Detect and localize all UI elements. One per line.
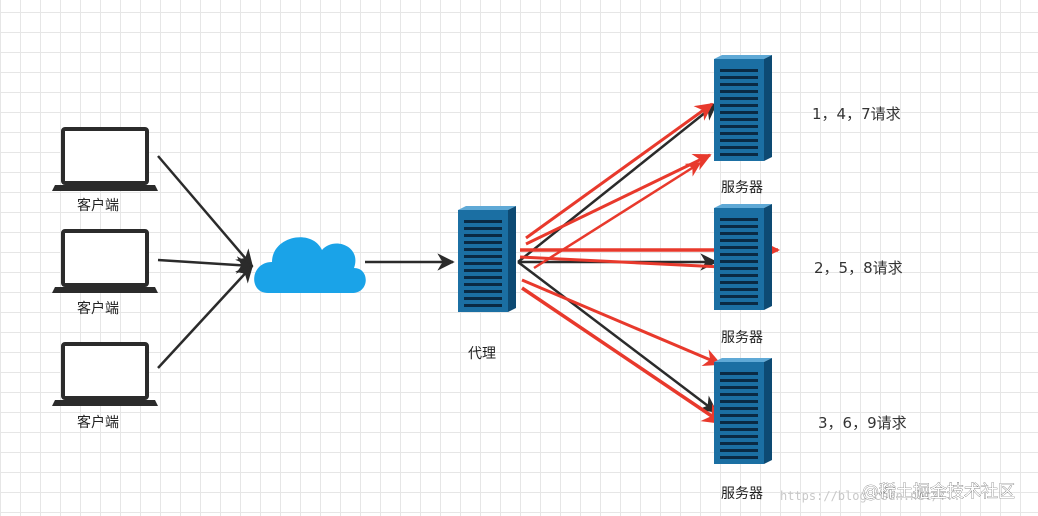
server-requests: 3，6，9请求 (818, 414, 907, 432)
client-1: 客户端 (50, 127, 160, 214)
server-requests: 1，4，7请求 (812, 105, 901, 123)
ghost-watermark: https://blog.csdn.net/... (780, 489, 961, 503)
watermark: @稀土掘金技术社区 (862, 482, 1015, 502)
proxy-to-server1-arrow (517, 102, 718, 263)
laptop-icon (50, 342, 160, 408)
server-icon (714, 358, 772, 464)
server-label: 服务器 (721, 330, 763, 346)
server-2: 服务器 2，5，8请求 (714, 204, 903, 346)
server-icon (714, 204, 772, 310)
red-request-arrows (519, 102, 781, 425)
client-3: 客户端 (50, 342, 160, 431)
client1-to-cloud-arrow (157, 155, 254, 268)
client3-to-cloud-arrow (157, 264, 254, 369)
client-2: 客户端 (50, 229, 160, 317)
cloud-icon (254, 237, 366, 293)
laptop-icon (50, 229, 160, 295)
server-1: 服务器 1，4，7请求 (714, 55, 901, 196)
proxy-server: 代理 (458, 206, 516, 362)
client-label: 客户端 (77, 197, 119, 214)
client-label: 客户端 (77, 414, 119, 431)
server-requests: 2，5，8请求 (814, 259, 903, 277)
server-label: 服务器 (721, 180, 763, 196)
client-label: 客户端 (77, 300, 119, 317)
server-3: 服务器 3，6，9请求 (714, 358, 907, 502)
server-label: 服务器 (721, 486, 763, 502)
proxy-label: 代理 (468, 346, 496, 362)
server-icon (714, 55, 772, 161)
proxy-to-server3-arrow (517, 261, 718, 414)
laptop-icon (50, 127, 160, 193)
client2-to-cloud-arrow (157, 256, 254, 274)
server-icon (458, 206, 516, 312)
